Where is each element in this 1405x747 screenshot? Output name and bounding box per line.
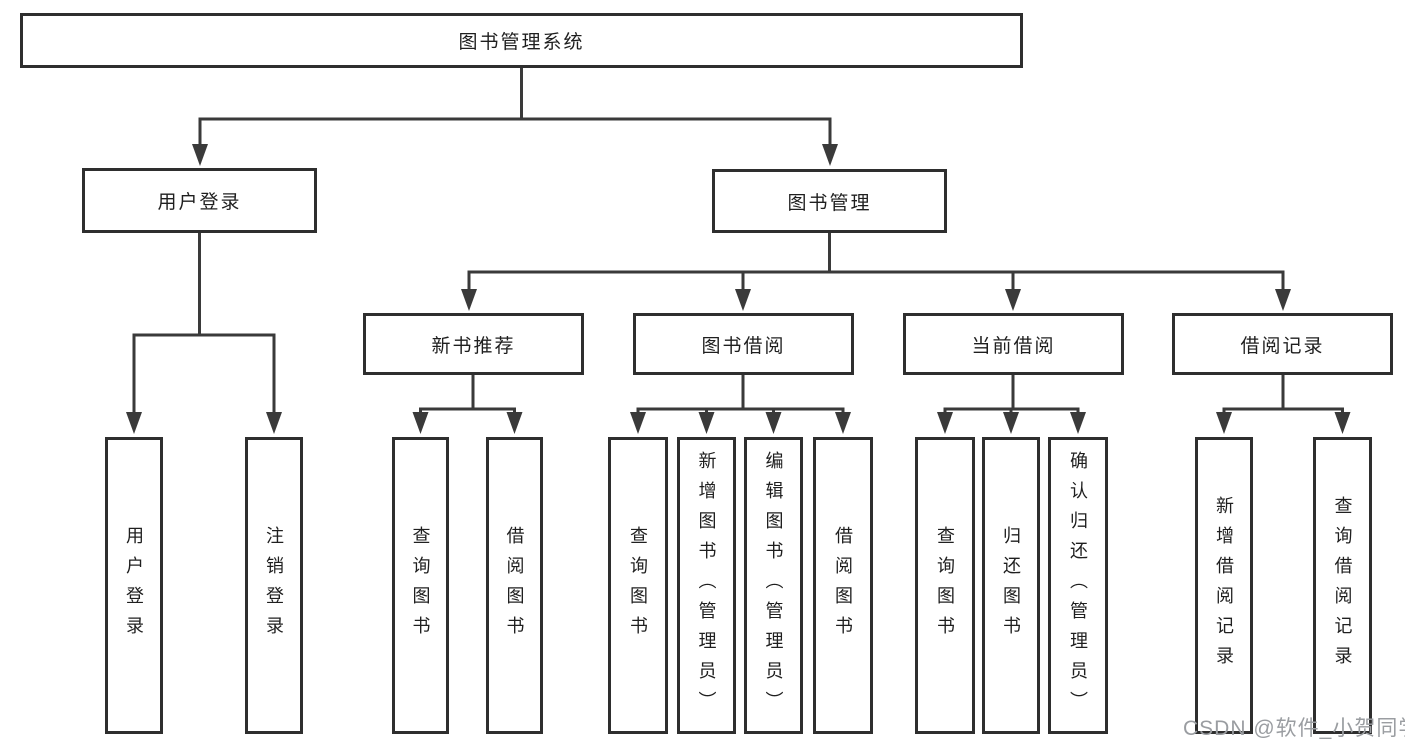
leaf-logout-label: 注销登录 bbox=[264, 525, 284, 646]
node-user-login-label: 用户登录 bbox=[157, 192, 242, 213]
leaf-borrow-books-recommend-label: 借阅图书 bbox=[504, 525, 525, 646]
leaf-borrow-books-borrow-label: 借阅图书 bbox=[833, 525, 853, 646]
leaf-add-book-admin: 新增图书（管理员） bbox=[677, 437, 736, 734]
node-borrow-records: 借阅记录 bbox=[1172, 313, 1393, 375]
leaf-borrow-books-recommend: 借阅图书 bbox=[486, 437, 543, 734]
leaf-query-borrow-record-label: 查询借阅记录 bbox=[1332, 495, 1353, 676]
leaf-add-borrow-record-label: 新增借阅记录 bbox=[1214, 495, 1234, 676]
leaf-query-books-borrow-label: 查询图书 bbox=[628, 525, 648, 646]
leaf-logout: 注销登录 bbox=[245, 437, 303, 734]
node-user-login: 用户登录 bbox=[82, 168, 317, 233]
leaf-edit-book-admin: 编辑图书（管理员） bbox=[744, 437, 803, 734]
node-current-borrow: 当前借阅 bbox=[903, 313, 1124, 375]
csdn-watermark: CSDN @软件_小贺同学 bbox=[1183, 717, 1405, 740]
leaf-query-books-recommend-label: 查询图书 bbox=[410, 525, 431, 646]
leaf-add-book-admin-label: 新增图书（管理员） bbox=[696, 450, 717, 721]
leaf-return-book: 归还图书 bbox=[982, 437, 1040, 734]
leaf-borrow-books-borrow: 借阅图书 bbox=[813, 437, 873, 734]
leaf-query-books-current: 查询图书 bbox=[915, 437, 975, 734]
arrowheads bbox=[126, 144, 1351, 434]
leaf-confirm-return-admin: 确认归还（管理员） bbox=[1048, 437, 1108, 734]
node-current-borrow-label: 当前借阅 bbox=[971, 335, 1056, 357]
node-book-management: 图书管理 bbox=[712, 169, 947, 233]
leaf-user-login: 用户登录 bbox=[105, 437, 163, 734]
node-new-book-recommend: 新书推荐 bbox=[363, 313, 584, 375]
node-root: 图书管理系统 bbox=[20, 13, 1023, 68]
leaf-query-books-borrow: 查询图书 bbox=[608, 437, 668, 734]
leaf-confirm-return-admin-label: 确认归还（管理员） bbox=[1068, 450, 1088, 721]
node-book-borrow-label: 图书借阅 bbox=[701, 335, 786, 357]
leaf-query-borrow-record: 查询借阅记录 bbox=[1313, 437, 1372, 734]
node-root-label: 图书管理系统 bbox=[458, 32, 585, 53]
leaf-edit-book-admin-label: 编辑图书（管理员） bbox=[763, 450, 784, 721]
leaf-return-book-label: 归还图书 bbox=[1001, 525, 1021, 646]
leaf-add-borrow-record: 新增借阅记录 bbox=[1195, 437, 1253, 734]
node-new-book-recommend-label: 新书推荐 bbox=[431, 335, 516, 357]
node-book-management-label: 图书管理 bbox=[787, 192, 872, 214]
leaf-user-login-label: 用户登录 bbox=[124, 525, 144, 646]
leaf-query-books-recommend: 查询图书 bbox=[392, 437, 449, 734]
node-borrow-records-label: 借阅记录 bbox=[1240, 335, 1325, 357]
leaf-query-books-current-label: 查询图书 bbox=[935, 525, 955, 646]
node-book-borrow: 图书借阅 bbox=[633, 313, 854, 375]
